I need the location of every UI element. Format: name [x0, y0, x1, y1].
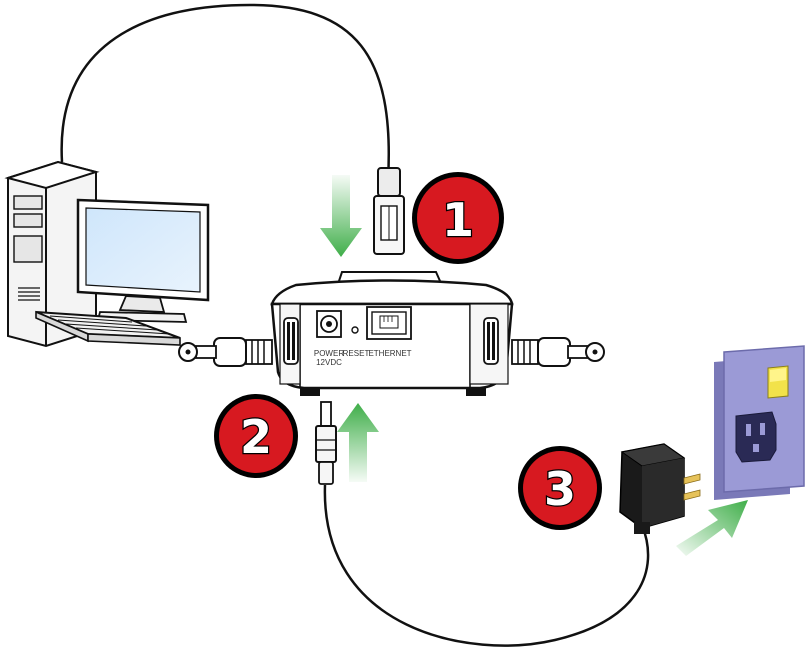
green-arrow-up — [337, 403, 379, 482]
right-vent — [483, 317, 499, 365]
step-badge-2: 2 — [214, 394, 298, 478]
power-cable — [323, 484, 650, 647]
ethernet-port — [366, 306, 412, 340]
right-bnc-connector — [511, 337, 605, 367]
green-arrow-down — [320, 175, 362, 257]
power-port — [316, 310, 342, 338]
ethernet-cable — [60, 3, 390, 181]
green-arrow-diagonal — [676, 500, 748, 556]
step-number-3: 3 — [544, 462, 576, 516]
left-bnc-connector — [178, 337, 273, 367]
ethernet-plug-icon — [373, 167, 405, 255]
network-camera-server-device: POWER 12VDC RESET ETHERNET — [178, 271, 605, 396]
power-port-label: POWER — [314, 349, 344, 358]
desktop-computer-icon — [4, 160, 210, 348]
left-vent — [283, 317, 299, 365]
power-adapter-icon — [619, 443, 701, 534]
step-badge-1: 1 — [412, 172, 504, 264]
step-badge-3: 3 — [518, 446, 602, 530]
wall-outlet-icon — [714, 345, 805, 500]
pc-tower — [4, 160, 100, 348]
step-number-1: 1 — [442, 193, 474, 247]
ethernet-label: ETHERNET — [368, 349, 411, 358]
reset-button-hole — [351, 326, 359, 334]
power-voltage-label: 12VDC — [316, 358, 342, 367]
step-number-2: 2 — [240, 410, 272, 464]
keyboard-icon — [35, 310, 181, 346]
monitor-icon — [76, 198, 210, 323]
reset-label: RESET — [343, 349, 370, 358]
dc-power-plug-icon — [315, 401, 337, 485]
